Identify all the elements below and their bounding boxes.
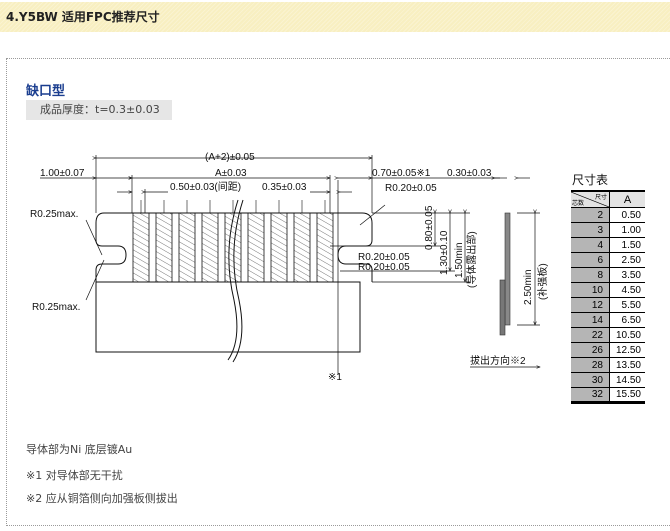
fpc-drawing: (A+2)±0.05 1.00±0.07 A±0.03 0.50±0.03(间距…	[30, 152, 549, 380]
column-a-header: A	[609, 191, 645, 208]
dimension-a: 15.50	[609, 387, 645, 403]
conductor-pad	[178, 212, 196, 283]
dim-edge: 1.00±0.07	[40, 168, 85, 179]
conductor-pad	[293, 212, 311, 283]
pin-count: 30	[571, 372, 610, 388]
conductor-pad	[132, 212, 150, 283]
pin-count: 6	[571, 252, 610, 268]
conductor-pad	[155, 212, 173, 283]
dimension-a: 2.50	[609, 252, 645, 268]
dim-r-top-left: R0.25max.	[30, 209, 78, 220]
dimension-a: 14.50	[609, 372, 645, 388]
dim-notch-offset: 0.70±0.05※1	[372, 168, 431, 179]
stiffener-body	[95, 281, 361, 353]
dim-r-notch-2: R0.20±0.05	[358, 262, 410, 273]
note-2: ※2 应从铜箔侧向加强板侧拔出	[26, 492, 178, 505]
section-title: 缺口型	[26, 84, 66, 99]
note-1: ※1 对导体部无干扰	[26, 469, 123, 482]
dim-r-notch-1: R0.20±0.05	[358, 252, 410, 263]
pin-count: 28	[571, 357, 610, 373]
header-title: 4.Y5BW 适用FPC推荐尺寸	[6, 10, 160, 24]
note-mark-1: ※1	[328, 372, 342, 380]
conductor-pad	[247, 212, 265, 283]
table-corner-header: 尺寸 芯数	[571, 191, 610, 208]
conductor-pad	[201, 212, 219, 283]
dimension-a: 13.50	[609, 357, 645, 373]
dim-a: A±0.03	[215, 168, 247, 179]
corner-bottom-label: 芯数	[572, 201, 585, 207]
size-table-title: 尺寸表	[572, 173, 609, 187]
dim-pitch: 0.50±0.03(间距)	[170, 180, 241, 193]
dimension-a: 12.50	[609, 342, 645, 358]
pin-count: 4	[571, 237, 610, 253]
dim-stiffener: 2.50min	[523, 269, 534, 305]
side-view-stiffener	[499, 279, 506, 336]
pin-count: 32	[571, 387, 610, 403]
dimension-a: 0.50	[609, 207, 645, 223]
side-view-fpc	[504, 212, 511, 326]
dim-notch-depth: 0.80±0.05	[424, 205, 435, 250]
note-plating: 导体部为Ni 底层镀Au	[26, 443, 133, 456]
content-panel	[6, 58, 670, 526]
dimension-a: 10.50	[609, 327, 645, 343]
dimension-a: 3.50	[609, 267, 645, 283]
dim-stiffener-label: (补强板)	[536, 263, 549, 300]
pull-direction-label: 拔出方向※2	[470, 354, 526, 367]
pin-count: 12	[571, 297, 610, 313]
conductor-pad	[224, 212, 242, 283]
dim-exposed-label: (导体露出部)	[465, 231, 478, 288]
dimension-a: 1.00	[609, 222, 645, 238]
dimension-a: 6.50	[609, 312, 645, 328]
section-header: 4.Y5BW 适用FPC推荐尺寸	[0, 2, 670, 32]
pin-count: 22	[571, 327, 610, 343]
dimension-a: 1.50	[609, 237, 645, 253]
pin-count: 3	[571, 222, 610, 238]
pin-count: 14	[571, 312, 610, 328]
dimension-a: 4.50	[609, 282, 645, 298]
pin-count: 8	[571, 267, 610, 283]
conductor-pad	[316, 212, 334, 283]
thickness-label: 成品厚度：t=0.3±0.03	[26, 100, 172, 120]
dim-gap: 0.30±0.03	[447, 168, 492, 179]
dim-conductor-length: 1.30±0.10	[439, 230, 450, 275]
dim-exposed: 1.50min	[454, 242, 465, 278]
dimension-a: 5.50	[609, 297, 645, 313]
dim-width: 0.35±0.03	[262, 182, 307, 193]
pin-count: 2	[571, 207, 610, 223]
pin-count: 26	[571, 342, 610, 358]
fpc-outline	[95, 212, 373, 282]
dim-overall: (A+2)±0.05	[205, 152, 255, 163]
dim-r-top-right: R0.20±0.05	[385, 183, 437, 194]
corner-top-label: 尺寸	[594, 195, 607, 201]
dim-r-bottom-left: R0.25max.	[32, 302, 80, 313]
pin-count: 10	[571, 282, 610, 298]
conductor-pad	[270, 212, 288, 283]
